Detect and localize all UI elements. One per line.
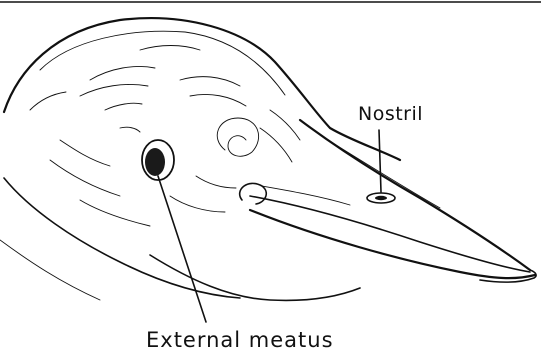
- rictal-line: [262, 186, 350, 205]
- upper-mandible: [300, 120, 530, 270]
- nostril-label: Nostril: [358, 103, 423, 125]
- commissure-line: [250, 196, 530, 272]
- throat-contour: [150, 255, 360, 300]
- lower-neck-line: [0, 240, 100, 300]
- external-meatus-shadow: [145, 148, 165, 176]
- eye-swirl: [217, 118, 258, 156]
- nostril-leader-line: [379, 130, 381, 192]
- neck-outline: [4, 178, 240, 298]
- nostril-inner: [375, 196, 387, 200]
- meatus-leader-line: [158, 176, 206, 322]
- head-outline: [4, 18, 400, 160]
- external-meatus-label: External meatus: [146, 328, 334, 352]
